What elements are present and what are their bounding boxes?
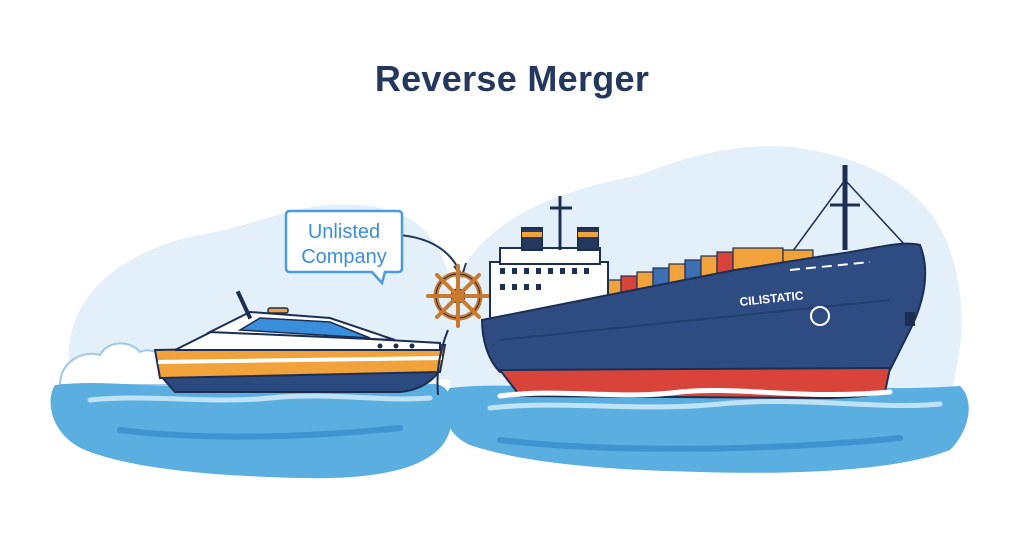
ship-hull-text: CILISTATIC	[739, 288, 805, 309]
ship-portholes	[789, 261, 871, 271]
yacht-radar	[267, 307, 289, 314]
ship-hull	[480, 242, 927, 374]
yacht-deck	[174, 328, 441, 351]
steering-wheel-icon	[426, 264, 490, 328]
page-title: Reverse Merger	[374, 58, 650, 99]
anchor-icon	[810, 306, 830, 326]
callout-bubble	[284, 209, 404, 286]
connector-curve	[436, 329, 449, 396]
water-left	[50, 381, 452, 479]
yacht-hull-stripe	[157, 356, 443, 364]
yacht-windows	[237, 317, 371, 339]
ship-hull-line	[499, 299, 891, 341]
water-left-shade	[117, 425, 403, 440]
callout-line2: Company	[301, 246, 387, 268]
callout-unlisted-company: Unlisted Company	[284, 209, 404, 286]
water-right-highlight	[487, 398, 943, 411]
water-right-shade	[497, 435, 903, 452]
yacht-mast	[235, 290, 253, 320]
water-left-highlight	[87, 393, 433, 403]
cargo-ship: CILISTATIC	[480, 165, 927, 400]
yacht	[153, 290, 447, 393]
callout-line1: Unlisted	[308, 221, 380, 243]
